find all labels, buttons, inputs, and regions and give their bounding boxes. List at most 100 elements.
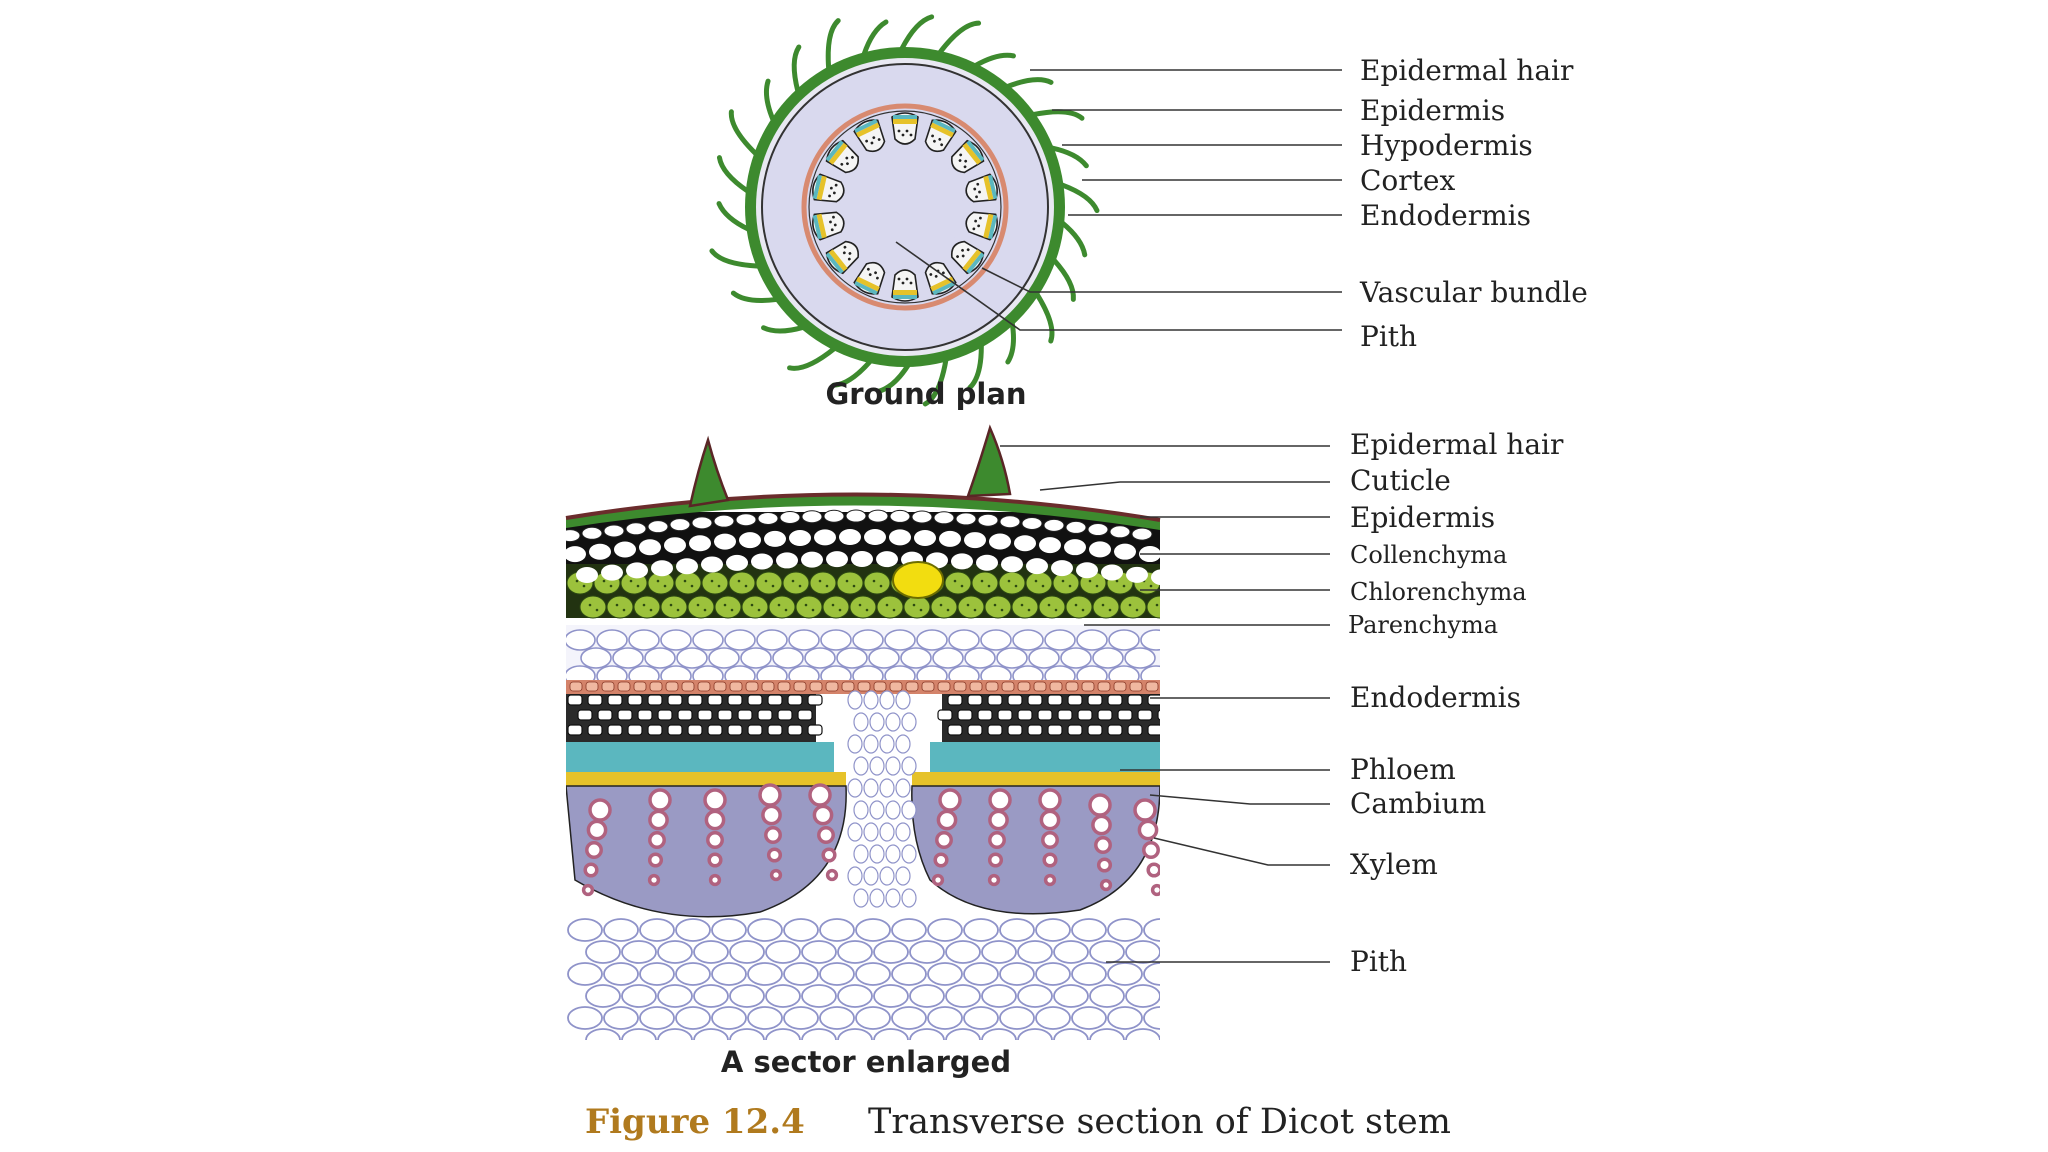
parenchyma-cell [1012, 629, 1044, 651]
parenchyma-cell [566, 629, 596, 651]
pith-cell [873, 1028, 909, 1040]
chloroplast-dot [669, 603, 673, 607]
sclerenchyma-cell [767, 724, 783, 736]
parenchyma-cell [804, 647, 836, 669]
sclerenchyma-cell [1147, 724, 1160, 736]
pith-cell [927, 918, 963, 942]
sclerenchyma-cell [1127, 694, 1143, 706]
medullary-ray-cell [895, 690, 911, 710]
endodermis-cell [617, 681, 631, 692]
figure-caption: Figure 12.4 Transverse section of Dicot … [585, 1102, 1451, 1142]
vascular-bundle-xylem-dot [872, 136, 876, 140]
chloroplast-dot [1000, 608, 1004, 612]
medullary-ray-cell [847, 690, 863, 710]
pith-cell [585, 1028, 621, 1040]
epidermis-cell [735, 513, 757, 527]
ground-plan-vascular-bundle [950, 240, 985, 275]
sclerenchyma-cell [1037, 709, 1053, 721]
parenchyma-cell [1028, 647, 1060, 669]
medullary-ray-cell [885, 888, 901, 908]
vascular-bundle-xylem-dot [961, 254, 965, 258]
chloroplast-dot [1128, 603, 1132, 607]
sclerenchyma-cell [617, 709, 633, 721]
vascular-bundle-xylem-dot [966, 248, 970, 252]
vascular-bundle-phloem [854, 118, 878, 133]
collenchyma-cell [764, 530, 786, 547]
parenchyma-cell [980, 629, 1012, 651]
endodermis-cell [1065, 681, 1079, 692]
chloroplast-dot [1115, 579, 1119, 583]
endodermis-cell [761, 681, 775, 692]
sclerenchyma-cell [1047, 724, 1063, 736]
ground-plan-epidermal-hair [937, 20, 982, 56]
pith-cell [819, 1006, 855, 1030]
medullary-ray-cell [853, 712, 869, 732]
vascular-bundle-phloem [854, 281, 878, 296]
vascular-bundle-xylem-dot [851, 156, 854, 159]
medullary-ray-cell [863, 690, 879, 710]
pith-cell [855, 1006, 891, 1030]
vascular-bundle-cambium [930, 122, 954, 138]
vascular-bundle-xylem-dot [874, 271, 877, 275]
vascular-bundle-xylem-dot [897, 277, 901, 281]
medullary-ray-cell [847, 822, 863, 842]
chlorenchyma-cell [836, 571, 864, 595]
pith-cell [711, 962, 747, 986]
vascular-bundle-xylem-dot [870, 141, 874, 145]
chloroplast-dot [582, 584, 586, 588]
gp-label-endodermis: Endodermis [1360, 199, 1531, 232]
pith-cell [639, 962, 675, 986]
ground-plan-vascular-bundle [812, 173, 845, 203]
xylem-vessel [647, 873, 661, 887]
medullary-ray-cell [847, 778, 863, 798]
chloroplast-dot [1149, 584, 1153, 588]
pith-cell [873, 940, 909, 964]
chloroplast-dot [993, 603, 997, 607]
endodermis-cell [745, 681, 759, 692]
collenchyma-cell [714, 533, 736, 550]
sclerenchyma-cell [957, 709, 973, 721]
pith-cell [981, 1028, 1017, 1040]
chloroplast-dot [1081, 608, 1085, 612]
ground-plan-vascular-bundle [965, 211, 998, 241]
xylem-vessel [766, 847, 783, 863]
chlorenchyma-cell [701, 571, 729, 595]
vascular-bundle-xylem-dot [865, 139, 869, 143]
pith-cell [675, 962, 711, 986]
chloroplast-dot [865, 608, 869, 612]
chloroplast-dot [737, 579, 741, 583]
chloroplast-dot [1041, 584, 1045, 588]
pith-cell [819, 918, 855, 942]
vascular-bundle-xylem-dot [963, 165, 967, 169]
epidermis-cell [823, 509, 845, 523]
parenchyma-cell [772, 647, 804, 669]
vascular-bundle-xylem-dot [909, 281, 913, 285]
sclerenchyma-cell [1117, 709, 1133, 721]
chloroplast-dot [831, 603, 835, 607]
sector-resin-duct [892, 561, 944, 599]
vascular-bundle-phloem [825, 252, 844, 274]
sclerenchyma-cell [1147, 694, 1160, 706]
collenchyma-cell [739, 532, 761, 549]
chloroplast-dot [892, 608, 896, 612]
chloroplast-dot [1074, 603, 1078, 607]
parenchyma-cell [644, 647, 676, 669]
pith-cell [837, 984, 873, 1008]
medullary-ray-cell [853, 844, 869, 864]
pith-cell [1017, 984, 1053, 1008]
sector-cuticle [565, 492, 1161, 522]
vascular-bundle-xylem-dot [832, 191, 836, 195]
parenchyma-cell [868, 647, 900, 669]
pith-cell [927, 962, 963, 986]
chloroplast-dot [1095, 584, 1099, 588]
vascular-bundle-xylem-dot [934, 274, 938, 278]
xylem-vessel [761, 804, 782, 826]
sector-sclerenchyma-cells [567, 694, 1160, 736]
parenchyma-cell [1124, 647, 1156, 669]
ground-plan-vascular-bundle [891, 112, 919, 145]
medullary-ray-cell [869, 844, 885, 864]
sector-pith-cells [567, 690, 1160, 1040]
endodermis-cell [1033, 681, 1047, 692]
ground-plan-vascular-bundle [853, 261, 886, 296]
ground-plan-epidermal-hair [922, 357, 949, 407]
